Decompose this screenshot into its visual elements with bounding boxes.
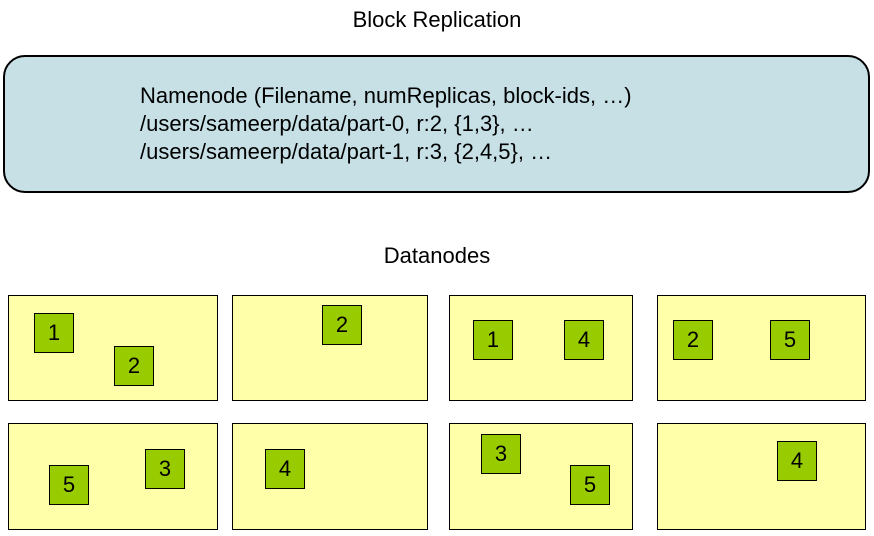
datanode-5-block-5: 5 (49, 465, 89, 505)
namenode-file-entry-1: /users/sameerp/data/part-1, r:3, {2,4,5}… (140, 139, 553, 164)
datanode-6-box: 4 (232, 423, 428, 530)
datanode-7-block-3: 3 (481, 434, 521, 474)
datanode-5-block-3: 3 (145, 449, 185, 489)
datanode-4-block-2: 2 (673, 320, 713, 360)
datanode-8-block-4: 4 (777, 441, 817, 481)
datanode-3-block-4: 4 (564, 320, 604, 360)
datanode-6-block-4: 4 (265, 449, 305, 489)
namenode-header-line: Namenode (Filename, numReplicas, block-i… (140, 83, 632, 108)
datanode-2-block-2: 2 (322, 305, 362, 345)
datanode-8-box: 4 (657, 423, 866, 530)
datanode-7-block-5: 5 (570, 465, 610, 505)
datanode-3-block-1: 1 (473, 320, 513, 360)
namenode-file-entry-0: /users/sameerp/data/part-0, r:2, {1,3}, … (140, 111, 534, 136)
datanode-4-block-5: 5 (770, 320, 810, 360)
namenode-text: Namenode (Filename, numReplicas, block-i… (140, 82, 632, 166)
namenode-box: Namenode (Filename, numReplicas, block-i… (3, 55, 870, 193)
datanode-2-box: 2 (232, 295, 428, 401)
datanode-1-block-1: 1 (34, 313, 74, 353)
datanodes-heading: Datanodes (383, 243, 491, 268)
datanode-1-block-2: 2 (114, 346, 154, 386)
slide-title: Block Replication (352, 7, 522, 32)
